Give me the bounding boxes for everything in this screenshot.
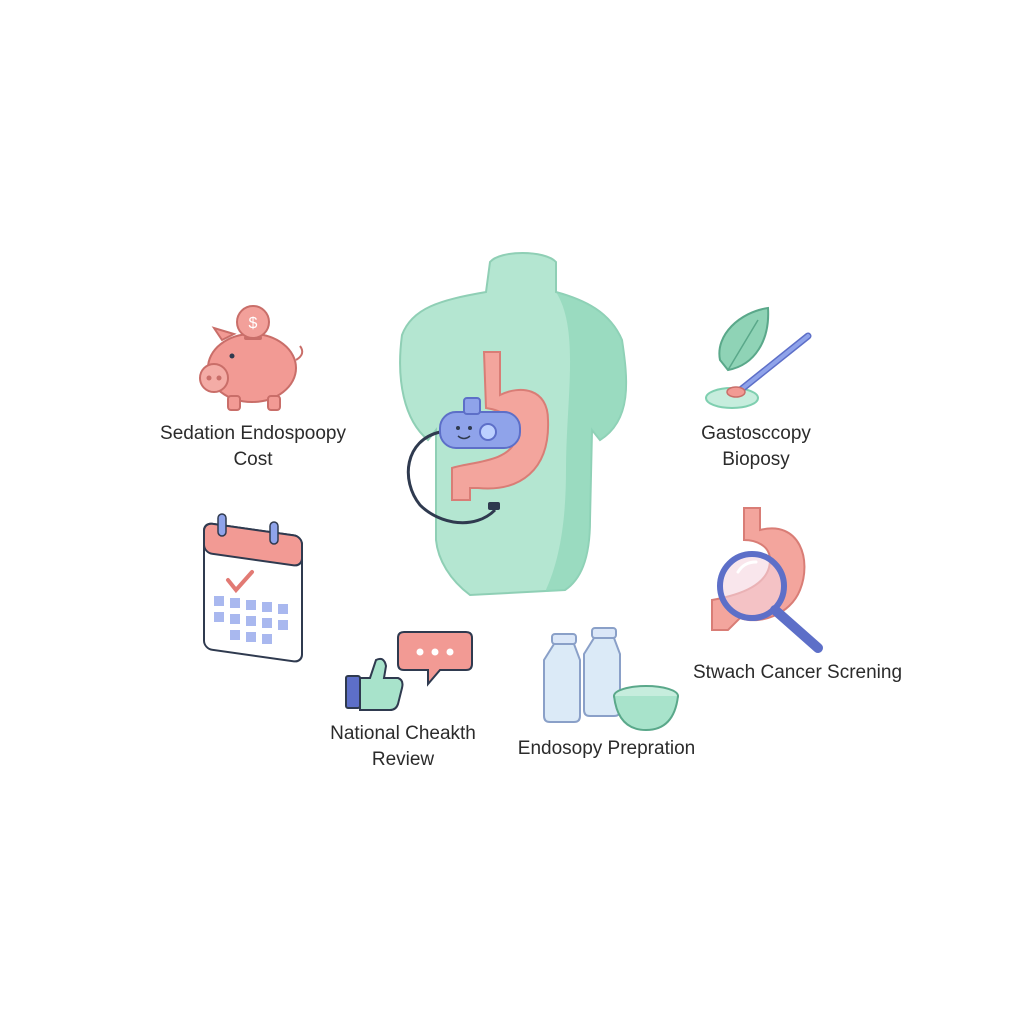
label-national-line1: National Cheakth [330, 723, 476, 744]
label-national-line2: Review [371, 749, 435, 770]
label-stomach-cancer-screening: Stwach Cancer Screning [680, 660, 915, 686]
biopsy-tool-icon [705, 306, 812, 409]
label-sedation-line1: Sedation Endospoopy [160, 423, 346, 444]
label-sedation-cost: Sedation Endospoopy Cost [143, 421, 363, 473]
svg-text:$: $ [249, 315, 258, 332]
torso-stomach-endoscope-icon [399, 252, 628, 597]
label-stomach-line1: Stwach Cancer Screning [692, 662, 903, 683]
label-biopsy-line2: Bioposy [722, 449, 790, 470]
stomach-magnifier-icon [711, 507, 823, 653]
endoscope-cable [406, 430, 497, 525]
calendar-icon [203, 513, 303, 663]
label-sedation-line2: Cost [233, 449, 273, 470]
label-gastroscopy-biopsy: Gastoscсopy Bioposy [676, 421, 836, 473]
label-prep-line1: Endosopy Prepration [517, 738, 696, 759]
thumbs-up-chat-icon [345, 631, 473, 711]
capsule-camera [439, 397, 521, 449]
label-biopsy-line1: Gastoscсopy [701, 423, 811, 444]
vials-bowl-icon [543, 627, 679, 732]
label-endoscopy-preparation: Endosopy Prepration [504, 736, 709, 762]
label-national-review: National Cheakth Review [318, 721, 488, 773]
piggy-bank-icon: $ [199, 305, 304, 411]
coin [236, 305, 270, 339]
